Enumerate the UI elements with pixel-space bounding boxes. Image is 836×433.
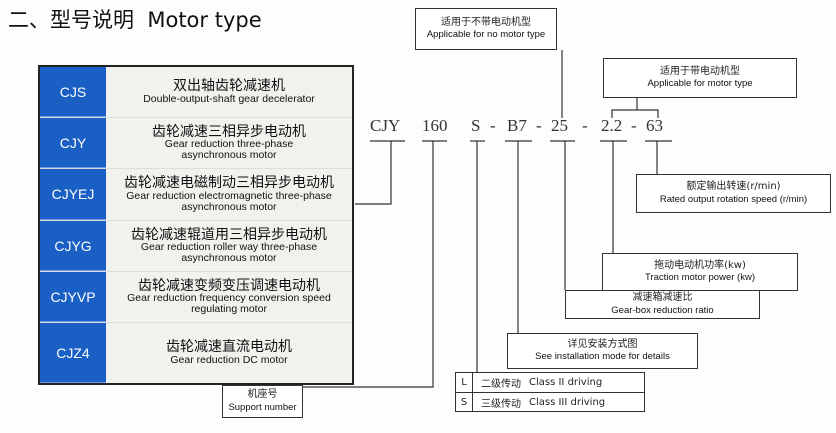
model-stage: S [471,116,481,135]
label-zh: 适用于带电动机型 [660,65,740,77]
type-code: CJYG [40,221,106,271]
type-name-zh: 齿轮减速电磁制动三相异步电动机 [124,175,334,192]
model-dash: - [536,116,542,135]
type-name-en: Gear reduction frequency conversion spee… [127,292,331,316]
label-zh: 减速箱减速比 [632,292,693,304]
driving-zh: 二级传动 [481,379,521,390]
type-code: CJS [40,67,106,117]
motor-power-box: 拖动电动机功率(kw)Traction motor power (kw) [602,253,798,291]
model-ratio: 25 [551,116,568,135]
type-name-zh: 双出轴齿轮减速机 [173,78,285,95]
model-series: CJY [370,116,401,135]
label-zh: 详见安装方式图 [567,338,638,350]
model-frame: 160 [422,116,448,135]
type-name-zh: 齿轮减速三相异步电动机 [152,123,306,140]
type-name-en: Double-output-shaft gear decelerator [143,92,315,105]
driving-en: Class III driving [529,397,606,408]
driving-key: L [456,373,473,392]
type-name-en: Gear reduction roller way three-phase as… [140,241,318,265]
model-power: 2.2 [601,116,623,135]
label-zh: 额定输出转速(r/min) [686,181,781,193]
label-en: Gear-box reduction ratio [611,304,714,316]
driving-row: S 三级传动 Class III driving [456,393,644,412]
model-dash: - [631,116,637,135]
type-code: CJZ4 [40,323,106,383]
label-en: Rated output rotation speed (r/min) [659,193,808,205]
type-name-zh: 齿轮减速直流电动机 [166,339,292,356]
type-code: CJYEJ [40,169,106,220]
rated-speed-box: 额定输出转速(r/min)Rated output rotation speed… [636,174,831,213]
type-code: CJY [40,118,106,168]
label-zh: 机座号 [247,389,278,401]
label-en: Applicable for no motor type [426,29,546,41]
driving-zh: 三级传动 [481,399,521,410]
section-title: 二、型号说明 Motor type [8,8,262,32]
type-name-en: Gear reduction DC motor [170,353,288,366]
model-dash: - [582,116,588,135]
driving-en: Class II driving [529,377,603,388]
label-en: Traction motor power (kw) [645,272,755,284]
label-en: See installation mode for details [535,351,670,363]
model-mount: B7 [507,116,527,135]
driving-class-box: L 二级传动 Class II driving S 三级传动 Class III dri… [455,372,645,412]
type-name-en: Gear reduction three-phase asynchronous … [164,138,294,162]
model-dash: - [490,116,496,135]
type-code: CJYVP [40,272,106,322]
label-en: Support number [228,401,297,413]
model-speed: 63 [646,116,663,135]
driving-row: L 二级传动 Class II driving [456,373,644,393]
label-zh: 适用于不带电动机型 [441,16,531,28]
driving-key: S [456,393,473,412]
label-zh: 拖动电动机功率(kw) [654,259,746,271]
type-name-en: Gear reduction electromagnetic three-pha… [126,189,332,213]
type-name-zh: 齿轮减速辊道用三相异步电动机 [131,226,327,243]
label-en: Applicable for motor type [647,78,753,90]
type-name-zh: 齿轮减速变频变压调速电动机 [138,277,320,294]
